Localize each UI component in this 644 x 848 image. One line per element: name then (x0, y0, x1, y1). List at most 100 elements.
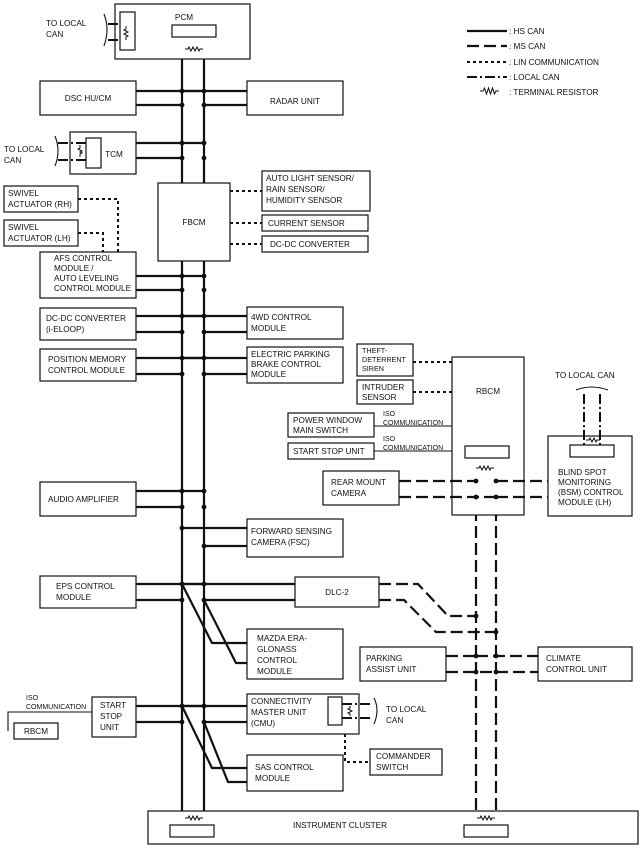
eps-label-1: EPS CONTROL (56, 582, 115, 591)
start-stop-unit-label: START STOP UNIT (293, 447, 365, 456)
legend: : HS CAN : MS CAN : LIN COMMUNICATION : … (467, 27, 599, 97)
pcm-local-can-wires (103, 13, 130, 47)
era-glonass-label-3: CONTROL (257, 656, 297, 665)
tcm-label: TCM (105, 150, 123, 159)
dc-dc-converter-i-eloop-module: DC-DC CONVERTER (i-ELOOP) (39, 307, 137, 341)
power-window-label-2: MAIN SWITCH (293, 426, 348, 435)
afs-label-4: CONTROL MODULE (54, 284, 132, 293)
start-stop-unit-2-module: START STOP UNIT (91, 696, 137, 738)
iso-comm-power-window-1: ISO (383, 411, 396, 418)
rbcm-label: RBCM (476, 387, 500, 396)
4wd-label-2: MODULE (251, 324, 287, 333)
swivel-actuator-lh-module: SWIVEL ACTUATOR (LH) (3, 219, 79, 247)
cmu-to-local-can-label-1: TO LOCAL (386, 705, 427, 714)
rear-mount-camera-module: REAR MOUNT CAMERA (322, 470, 400, 506)
cmu-label-2: MASTER UNIT (251, 708, 307, 717)
cmu-connector (327, 696, 343, 726)
bsm-label-2: MONITORING (558, 478, 611, 487)
fsc-label-1: FORWARD SENSING (251, 527, 332, 536)
rear-camera-label-1: REAR MOUNT (331, 478, 386, 487)
epb-label-2: BRAKE CONTROL (251, 360, 322, 369)
theft-siren-label-1: THEFT- (362, 346, 388, 355)
power-window-label-1: POWER WINDOW (293, 416, 362, 425)
afs-label-1: AFS CONTROL (54, 254, 113, 263)
connectivity-master-unit-module: CONNECTIVITY MASTER UNIT (CMU) (246, 693, 360, 735)
auto-light-label-2: RAIN SENSOR/ (266, 185, 325, 194)
pcm-terminal-resistor-icon (185, 45, 203, 53)
bsm-label-1: BLIND SPOT (558, 468, 607, 477)
start-stop-unit-module: START STOP UNIT (287, 442, 375, 460)
commander-switch-module: COMMANDER SWITCH (369, 748, 443, 776)
parking-assist-label-2: ASSIST UNIT (366, 665, 416, 674)
climate-label-2: CONTROL UNIT (546, 665, 607, 674)
tcm-module: TCM (69, 131, 137, 175)
radar-unit-label: RADAR UNIT (270, 97, 320, 106)
start-stop-2-label-1: START (100, 701, 126, 710)
commander-label-2: SWITCH (376, 763, 408, 772)
dsc-hu-cm-module: DSC HU/CM (39, 80, 137, 116)
epb-label-3: MODULE (251, 370, 287, 379)
iso-comm-rbcm-2: COMMUNICATION (26, 704, 86, 711)
audio-amplifier-module: AUDIO AMPLIFIER (39, 481, 137, 517)
bus-junction-dots (179, 88, 499, 725)
electric-parking-brake-module: ELECTRIC PARKING BRAKE CONTROL MODULE (246, 346, 344, 384)
bsm-control-module: BLIND SPOT MONITORING (BSM) CONTROL MODU… (547, 435, 633, 517)
bsm-label-4: MODULE (LH) (558, 498, 611, 507)
cmu-to-local-can-label-2: CAN (386, 716, 403, 725)
fsc-label-2: CAMERA (FSC) (251, 538, 310, 547)
legend-terminal-resistor-label: : TERMINAL RESISTOR (509, 88, 599, 97)
auto-light-label-3: HUMIDITY SENSOR (266, 196, 342, 205)
tcm-to-local-can-label-2: CAN (4, 156, 21, 165)
pcm-connector (171, 24, 217, 38)
dcdc-eloop-label-1: DC-DC CONVERTER (46, 314, 126, 323)
epb-label-1: ELECTRIC PARKING (251, 350, 330, 359)
position-memory-control-module: POSITION MEMORY CONTROL MODULE (39, 348, 137, 382)
intruder-label-1: INTRUDER (362, 383, 404, 392)
climate-control-unit-module: CLIMATE CONTROL UNIT (537, 646, 633, 682)
iso-comm-start-stop-1: ISO (383, 436, 396, 443)
fbcm-module: FBCM (157, 182, 231, 262)
era-glonass-label-4: MODULE (257, 667, 293, 676)
cmu-local-can-wires (342, 697, 378, 725)
rbcm-module: RBCM (451, 356, 525, 516)
swivel-lh-label-2: ACTUATOR (LH) (8, 234, 71, 243)
bsm-connector (569, 444, 615, 458)
dlc-2-connector[interactable]: DLC-2 (294, 576, 380, 608)
pcm-module: PCM (114, 3, 251, 60)
fbcm-label: FBCM (182, 218, 205, 227)
legend-ms-can-label: : MS CAN (509, 42, 545, 51)
intruder-sensor-module: INTRUDER SENSOR (356, 379, 414, 405)
swivel-lh-label-1: SWIVEL (8, 223, 39, 232)
parking-assist-label-1: PARKING (366, 654, 402, 663)
auto-light-label-1: AUTO LIGHT SENSOR/ (266, 174, 355, 183)
audio-amplifier-label: AUDIO AMPLIFIER (48, 495, 119, 504)
dc-dc-converter-module: DC-DC CONVERTER (261, 235, 369, 253)
start-stop-2-label-2: STOP (100, 712, 123, 721)
bsm-label-3: (BSM) CONTROL (558, 488, 624, 497)
instrument-cluster-module: INSTRUMENT CLUSTER (147, 810, 639, 845)
start-stop-2-label-3: UNIT (100, 723, 119, 732)
current-sensor-module: CURRENT SENSOR (261, 214, 369, 232)
iso-comm-power-window-2: COMMUNICATION (383, 420, 443, 427)
era-glonass-label-1: MAZDA ERA- (257, 634, 307, 643)
swivel-actuator-rh-module: SWIVEL ACTUATOR (RH) (3, 185, 79, 213)
climate-label-1: CLIMATE (546, 654, 581, 663)
dcdc-eloop-label-2: (i-ELOOP) (46, 325, 84, 334)
swivel-rh-label-2: ACTUATOR (RH) (8, 200, 72, 209)
cmu-label-3: (CMU) (251, 719, 275, 728)
theft-siren-label-3: SIREN (362, 364, 384, 373)
parking-assist-unit-module: PARKING ASSIST UNIT (359, 646, 447, 682)
ms-can-backbone (474, 458, 498, 826)
iso-comm-rbcm-1: ISO (26, 695, 39, 702)
power-window-main-switch-module: POWER WINDOW MAIN SWITCH (287, 412, 375, 438)
ic-ms-connector (463, 824, 509, 838)
commander-label-1: COMMANDER (376, 752, 431, 761)
bsm-local-can-wires (575, 386, 609, 445)
auto-light-sensor-module: AUTO LIGHT SENSOR/ RAIN SENSOR/ HUMIDITY… (261, 170, 371, 212)
swivel-rh-label-1: SWIVEL (8, 189, 39, 198)
forward-sensing-camera-module: FORWARD SENSING CAMERA (FSC) (246, 518, 344, 558)
bsm-to-local-can-label: TO LOCAL CAN (555, 371, 615, 380)
radar-unit-module: RADAR UNIT (246, 80, 344, 116)
tcm-local-can-wires (54, 135, 86, 167)
